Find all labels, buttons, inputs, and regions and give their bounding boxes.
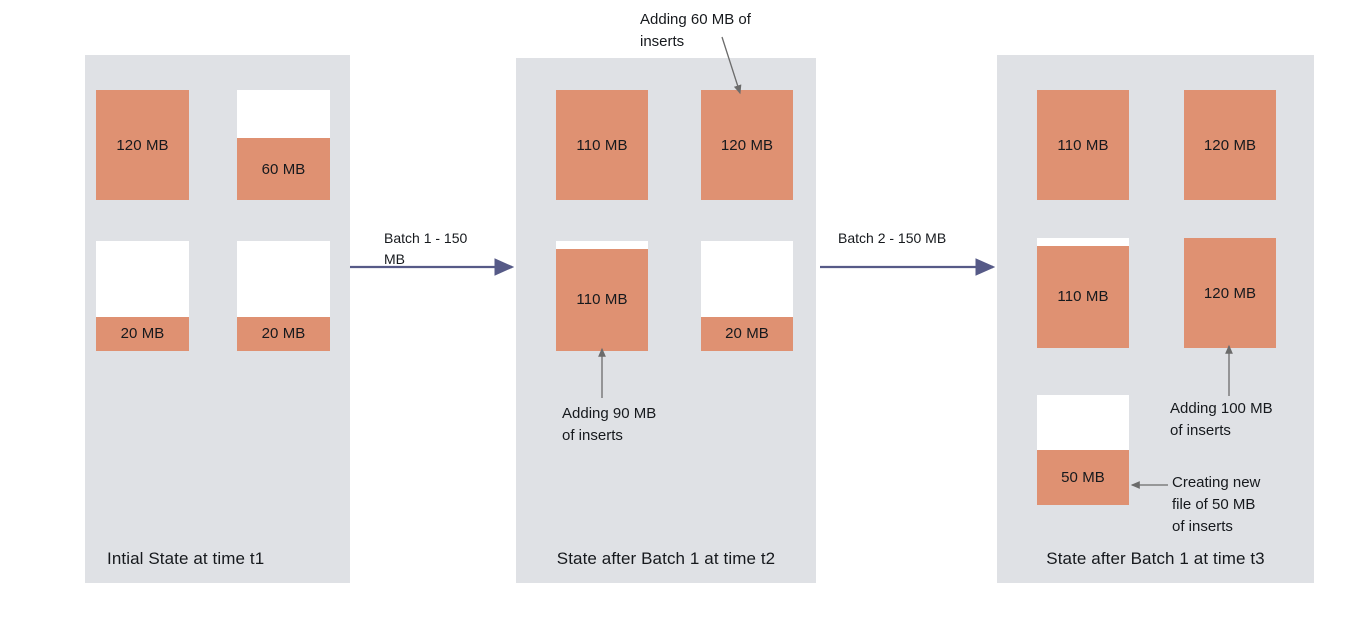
file-fill-p2-4: 20 MB [701,316,793,351]
file-box-p1-4: 20 MB [237,241,330,351]
file-size-label: 110 MB [576,291,628,309]
file-size-label: 50 MB [1061,469,1105,486]
file-box-p1-1: 120 MB [96,90,189,200]
batch-2-arrow-label: Batch 2 - 150 MB [838,230,947,246]
file-fill-p1-3: 20 MB [96,316,189,351]
file-fill-p3-5: 50 MB [1037,450,1129,505]
file-size-label: 20 MB [120,325,165,343]
file-size-label: 110 MB [576,136,628,154]
file-size-label: 110 MB [1057,288,1109,306]
file-fill-p3-2: 120 MB [1184,90,1276,200]
file-box-p3-3: 110 MB [1037,238,1129,348]
state-panel-initial: 120 MB 60 MB 20 MB 20 MB Intial State at… [85,55,350,583]
file-size-label: 110 MB [1057,136,1109,154]
state-panel-after-batch-2: 110 MB 120 MB 110 MB 120 MB 50 MB State … [997,55,1314,583]
file-fill-p1-2: 60 MB [237,138,330,200]
file-box-p1-2: 60 MB [237,90,330,200]
state-panel-after-batch-1: 110 MB 120 MB 110 MB 20 MB State after B… [516,58,816,583]
file-size-label: 120 MB [116,136,169,154]
file-size-label: 20 MB [725,325,769,343]
panel-caption-after-batch-2: State after Batch 1 at time t3 [1046,549,1265,568]
creating-new-file-note: Creating new file of 50 MB of inserts [1172,474,1261,535]
file-fill-p3-4: 120 MB [1184,238,1276,348]
file-box-p1-3: 20 MB [96,241,189,351]
file-size-label: 120 MB [1203,136,1257,154]
file-fill-p2-3: 110 MB [556,248,648,351]
file-box-p2-1: 110 MB [556,90,648,200]
file-box-p3-5: 50 MB [1037,395,1129,505]
file-box-p3-1: 110 MB [1037,90,1129,200]
file-size-label: 60 MB [261,160,306,178]
file-fill-p2-2: 120 MB [701,90,793,200]
file-size-label: 120 MB [1203,284,1257,302]
adding-100mb-note: Adding 100 MB of inserts [1170,400,1273,439]
adding-90mb-note: Adding 90 MB of inserts [562,405,657,444]
file-fill-p1-4: 20 MB [237,316,330,351]
file-box-p2-3: 110 MB [556,241,648,351]
file-fill-p2-1: 110 MB [556,90,648,200]
file-fill-p3-1: 110 MB [1037,90,1129,200]
file-box-p2-2: 120 MB [701,90,793,200]
file-box-p3-2: 120 MB [1184,90,1276,200]
file-fill-p1-1: 120 MB [96,90,189,200]
panel-caption-initial: Intial State at time t1 [107,549,265,568]
batch-1-arrow-label: Batch 1 - 150 MB [384,230,468,267]
adding-60mb-note: Adding 60 MB of inserts [640,11,751,50]
file-size-label: 20 MB [261,325,306,343]
file-size-label: 120 MB [720,136,774,154]
file-box-p2-4: 20 MB [701,241,793,351]
file-box-p3-4: 120 MB [1184,238,1276,348]
file-fill-p3-3: 110 MB [1037,245,1129,348]
panel-caption-after-batch-1: State after Batch 1 at time t2 [556,549,776,568]
